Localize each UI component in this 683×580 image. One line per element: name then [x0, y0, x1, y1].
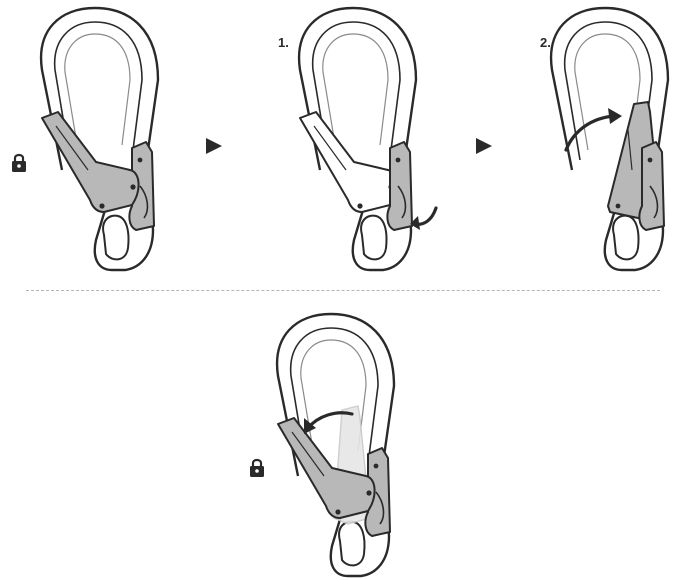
carabiner-step-1 [297, 6, 418, 272]
lock-icon [248, 458, 266, 479]
lock-icon [10, 153, 28, 174]
carabiner-locked [39, 6, 160, 272]
curved-arrow-icon [564, 114, 616, 152]
triangle-right-icon [206, 138, 222, 154]
triangle-right-icon [476, 138, 492, 154]
carabiner-step-2 [549, 6, 670, 272]
step-1-label: 1. [278, 35, 289, 50]
carabiner-result [275, 312, 396, 578]
section-divider [26, 290, 660, 291]
step-2-label: 2. [540, 35, 551, 50]
